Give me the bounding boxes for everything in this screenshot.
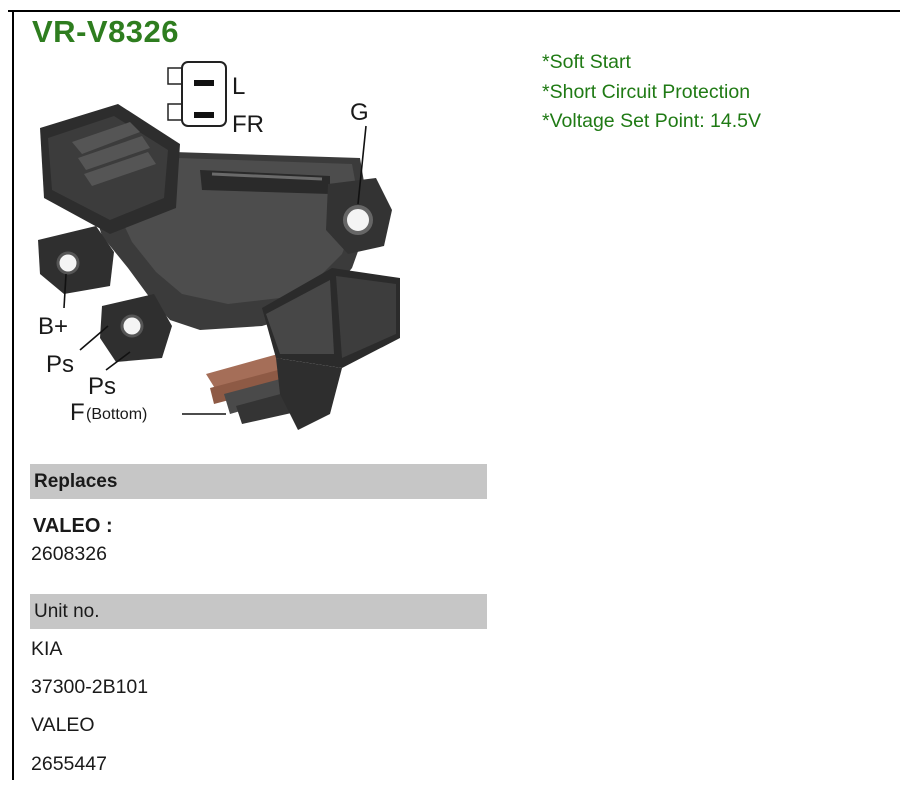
connector-pin-diagram <box>167 61 227 127</box>
top-border <box>8 10 900 12</box>
label-ps-1: Ps <box>46 351 74 378</box>
label-ps-2: Ps <box>88 373 116 400</box>
label-l: L <box>232 73 245 100</box>
replaces-number: 2608326 <box>31 543 107 565</box>
replaces-header: Replaces <box>34 471 118 492</box>
unit-row: 2655447 <box>31 753 107 775</box>
left-border <box>12 10 14 780</box>
replaces-brand: VALEO : <box>33 515 113 537</box>
label-f-bottom: (Bottom) <box>86 406 147 423</box>
feature-item: *Short Circuit Protection <box>542 80 751 103</box>
label-fr: FR <box>232 111 264 138</box>
unit-row: KIA <box>31 638 63 660</box>
regulator-image: L FR G B+ Ps Ps F (Bottom) <box>38 61 400 430</box>
product-title: VR-V8326 <box>32 14 180 49</box>
label-g: G <box>350 99 369 126</box>
unit-header-bar: Unit no. <box>30 594 487 629</box>
unit-header: Unit no. <box>34 601 100 622</box>
feature-item: *Voltage Set Point: 14.5V <box>542 110 761 132</box>
feature-list: *Soft Start *Short Circuit Protection *V… <box>542 48 761 137</box>
unit-row: VALEO <box>31 714 95 736</box>
replaces-header-bar: Replaces <box>30 464 487 499</box>
label-b-plus: B+ <box>38 313 68 340</box>
feature-item: *Soft Start <box>542 51 631 73</box>
label-f: F <box>70 399 85 426</box>
unit-row: 37300-2B101 <box>31 676 149 698</box>
